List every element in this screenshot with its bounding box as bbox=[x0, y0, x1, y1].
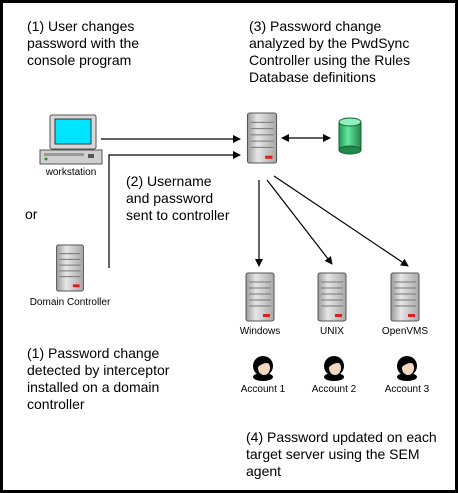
workstation-icon bbox=[39, 114, 103, 165]
label-domain-controller: Domain Controller bbox=[29, 297, 111, 308]
arrow-dc-to-controller bbox=[108, 151, 241, 268]
caption-step4-updated: (4) Password updated on each target serv… bbox=[246, 429, 437, 479]
label-account-1: Account 1 bbox=[240, 384, 286, 395]
caption-step2-sent: (2) Username and password sent to contro… bbox=[126, 173, 230, 223]
caption-step1-domain-controller: (1) Password change detected by intercep… bbox=[27, 345, 170, 412]
label-workstation: workstation bbox=[45, 167, 97, 178]
caption-step1-user: (1) User changes password with the conso… bbox=[27, 18, 140, 68]
label-openvms: OpenVMS bbox=[381, 326, 429, 337]
label-account-3: Account 3 bbox=[384, 384, 430, 395]
label-unix: UNIX bbox=[320, 326, 344, 337]
account-2-person-icon bbox=[324, 356, 344, 381]
label-windows: Windows bbox=[239, 326, 281, 337]
caption-or: or bbox=[25, 206, 38, 222]
account-3-person-icon bbox=[397, 356, 417, 381]
caption-step3-controller: (3) Password change analyzed by the PwdS… bbox=[249, 18, 411, 85]
domain-controller-server-icon bbox=[56, 244, 84, 292]
arrow-to-unix bbox=[266, 179, 333, 265]
account-1-person-icon bbox=[253, 356, 273, 381]
pwdsync-controller-server-icon bbox=[246, 112, 278, 164]
unix-server-icon bbox=[317, 272, 347, 322]
label-account-2: Account 2 bbox=[311, 384, 357, 395]
openvms-server-icon bbox=[390, 272, 420, 322]
arrow-to-openvms bbox=[273, 175, 409, 267]
rules-database-icon bbox=[338, 117, 362, 155]
windows-server-icon bbox=[245, 272, 275, 322]
